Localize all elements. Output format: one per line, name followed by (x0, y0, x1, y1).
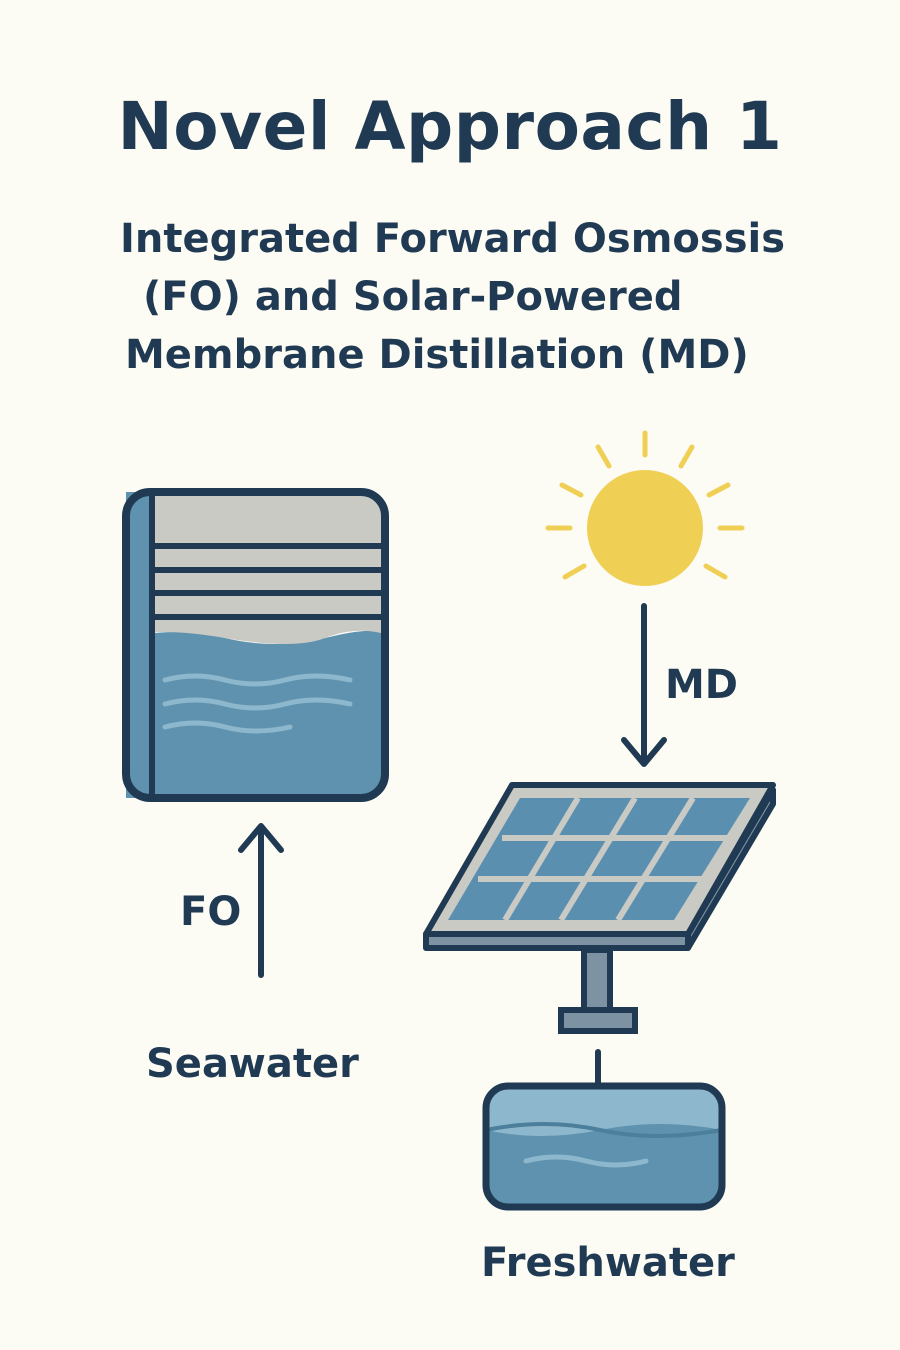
freshwater-tank-icon (482, 1082, 726, 1211)
sun-icon (545, 430, 745, 586)
fo-arrow-icon (238, 823, 284, 978)
seawater-label: Seawater (146, 1041, 359, 1087)
solar-panel-icon (423, 782, 776, 1034)
page-title: Novel Approach 1 (117, 88, 783, 165)
freshwater-label: Freshwater (481, 1240, 735, 1286)
subtitle-line-3: Membrane Distillation (MD) (125, 332, 749, 378)
fo-label: FO (180, 889, 241, 935)
subtitle-line-2: (FO) and Solar-Powered (143, 274, 683, 320)
md-label: MD (665, 662, 738, 708)
subtitle-line-1: Integrated Forward Osmossis (120, 216, 786, 262)
fo-membrane-tank-icon (122, 488, 389, 802)
md-arrow-icon (621, 603, 667, 767)
